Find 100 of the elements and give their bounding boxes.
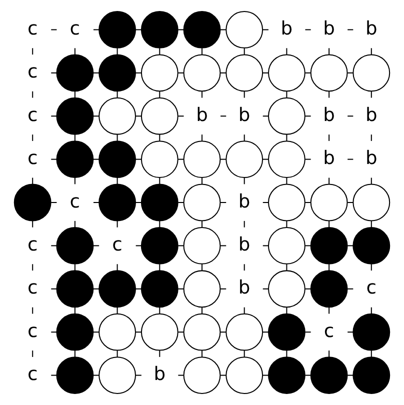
node-text: c: [112, 234, 122, 256]
connector: [370, 91, 372, 98]
connector: [93, 374, 100, 376]
connector: [286, 178, 288, 184]
connector: [178, 158, 184, 160]
connector: [305, 288, 311, 290]
connector: [116, 264, 118, 271]
connector: [159, 178, 160, 184]
connector: [51, 374, 57, 376]
connector: [93, 245, 100, 246]
connector: [74, 307, 76, 314]
node-circle: [98, 356, 136, 394]
connector: [286, 134, 288, 141]
node-circle: [183, 226, 221, 264]
connector: [220, 158, 226, 160]
connector: [51, 116, 57, 117]
connector: [178, 332, 184, 333]
node-circle: [268, 356, 306, 394]
connector: [136, 116, 142, 117]
connector: [370, 220, 372, 228]
connector: [286, 350, 288, 357]
node-text: c: [27, 18, 38, 40]
connector: [262, 245, 268, 246]
connector: [159, 134, 160, 141]
connector: [93, 288, 100, 290]
node-circle: [183, 54, 221, 92]
node-text: b: [196, 104, 208, 126]
connector: [328, 350, 330, 357]
connector: [178, 245, 184, 246]
connector: [286, 264, 288, 271]
connector: [244, 178, 245, 184]
node-circle: [56, 54, 94, 92]
node-text: c: [27, 62, 38, 83]
connector: [159, 307, 160, 314]
node-circle: [14, 184, 52, 222]
node-circle: [268, 270, 306, 308]
connector: [328, 220, 330, 228]
connector: [136, 72, 142, 74]
node-circle: [56, 226, 94, 264]
node-circle: [98, 97, 136, 135]
connector: [136, 245, 142, 246]
connector: [348, 202, 354, 203]
connector: [116, 220, 118, 228]
connector: [93, 116, 100, 117]
node-circle: [140, 226, 178, 264]
connector: [244, 307, 245, 314]
connector: [32, 350, 34, 357]
connector: [262, 288, 268, 290]
connector: [51, 202, 57, 203]
node-circle: [183, 184, 221, 222]
connector: [244, 264, 245, 271]
connector: [348, 288, 354, 290]
connector: [305, 29, 311, 30]
connector: [244, 220, 245, 228]
connector: [305, 374, 311, 376]
node-circle: [98, 270, 136, 308]
node-circle: [140, 140, 178, 178]
connector: [136, 29, 142, 30]
node-circle: [140, 270, 178, 308]
connector: [93, 29, 100, 30]
connector: [220, 288, 226, 290]
connector: [305, 158, 311, 160]
node-text: b: [238, 104, 250, 126]
node-text: b: [365, 18, 378, 40]
node-circle: [183, 313, 221, 351]
node-circle: [140, 97, 178, 135]
connector: [348, 158, 354, 160]
connector: [328, 134, 330, 141]
connector: [159, 91, 160, 98]
connector: [328, 307, 330, 314]
node-circle: [56, 313, 94, 351]
connector: [348, 374, 354, 376]
connector: [116, 307, 118, 314]
node-circle: [226, 140, 264, 178]
connector: [220, 245, 226, 246]
connector: [74, 134, 76, 141]
connector: [51, 72, 57, 74]
connector: [74, 264, 76, 271]
node-circle: [310, 356, 348, 394]
connector: [32, 220, 34, 228]
connector: [178, 202, 184, 203]
connector: [286, 220, 288, 228]
node-text: c: [27, 234, 38, 256]
connector: [370, 178, 372, 184]
connector: [51, 29, 57, 30]
node-text: c: [366, 278, 377, 299]
connector: [51, 245, 57, 246]
connector: [370, 307, 372, 314]
connector: [32, 178, 34, 184]
connector: [286, 307, 288, 314]
connector: [74, 48, 76, 55]
connector: [116, 178, 118, 184]
node-circle: [268, 226, 306, 264]
node-text: c: [27, 320, 38, 342]
connector: [178, 116, 184, 117]
connector: [220, 202, 226, 203]
connector: [136, 374, 142, 376]
node-text: b: [280, 18, 293, 40]
node-text: b: [238, 234, 250, 256]
node-circle: [268, 184, 306, 222]
